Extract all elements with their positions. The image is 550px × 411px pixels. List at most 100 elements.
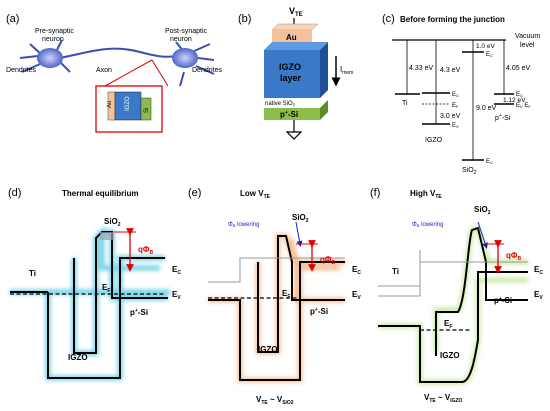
igzo-gap-label: 3.0 eV bbox=[440, 113, 461, 120]
f-lowering-label: ΦB lowering bbox=[412, 222, 443, 228]
si-label-c: p+-Si bbox=[495, 113, 511, 122]
e-ef-label: EF bbox=[282, 289, 290, 300]
imem-label: Imem bbox=[340, 65, 353, 76]
panel-e-label: (e) bbox=[188, 187, 201, 199]
post-synaptic-label-2: neuron bbox=[170, 36, 192, 43]
post-synaptic-label-1: Post-synaptic bbox=[165, 28, 208, 35]
ground-icon bbox=[285, 131, 303, 140]
igzo-ev-label: EV bbox=[452, 123, 459, 129]
f-band-inner bbox=[435, 226, 528, 356]
igzo-layer-label-2: layer bbox=[280, 73, 302, 83]
f-qphib: qΦB bbox=[506, 251, 521, 262]
inset-si-label: Si bbox=[144, 108, 150, 113]
panel-f-title: High VTE bbox=[410, 189, 442, 200]
igzo-ef-label: EF bbox=[452, 103, 459, 109]
panel-f: (f) High VTE ΦB lowering qΦB SiO2 Ti EF … bbox=[370, 187, 543, 404]
panel-d-label: (d) bbox=[8, 187, 21, 199]
e-sio2-label: SiO2 bbox=[292, 213, 309, 224]
pre-synaptic-label-2: neuron bbox=[42, 36, 64, 43]
igzo-label-c: IGZO bbox=[425, 137, 443, 144]
f-ef-label: EF bbox=[444, 319, 452, 330]
d-band-inner bbox=[73, 231, 168, 354]
si-ea-label: 4.05 eV bbox=[506, 65, 530, 72]
panel-c-label: (c) bbox=[382, 13, 395, 25]
f-igzo-label: IGZO bbox=[440, 351, 460, 360]
d-band-outer bbox=[47, 257, 165, 379]
d-igzo-label: IGZO bbox=[68, 353, 88, 362]
f-sio2-label: SiO2 bbox=[474, 205, 491, 216]
sio2-ec-label: EC bbox=[486, 52, 493, 58]
panel-f-label: (f) bbox=[370, 187, 380, 199]
f-psi-label: p+-Si bbox=[494, 296, 512, 305]
f-lowering-arrow bbox=[477, 221, 488, 249]
d-ef-label: EF bbox=[102, 283, 110, 294]
panel-e: (e) Low VTE ΦB lowering qΦB SiO2 EF EC E… bbox=[188, 187, 361, 406]
zoom-lines bbox=[104, 59, 169, 87]
e-lowering-label: ΦB lowering bbox=[228, 222, 259, 228]
e-bottom-label: VTE ~ VSiO2 bbox=[256, 395, 294, 406]
native-sio2-label: native SiO2 bbox=[265, 101, 296, 107]
e-igzo-label: IGZO bbox=[258, 345, 278, 354]
au-label: Au bbox=[286, 33, 297, 42]
igzo-layer-label-1: IGZO bbox=[279, 62, 301, 72]
ti-wf-label: 4.33 eV bbox=[409, 65, 433, 72]
si-gap-label: 1.12 eV bbox=[503, 97, 526, 104]
d-ti-label: Ti bbox=[29, 269, 36, 278]
sio2-ev-label: EV bbox=[486, 159, 493, 165]
igzo-ea-label: 4.3 eV bbox=[440, 67, 461, 74]
d-psi-label: p+-Si bbox=[130, 308, 148, 317]
si-ev-ef-label: EV EF bbox=[516, 103, 531, 109]
vte-label: VTE bbox=[289, 6, 303, 18]
e-band-inner bbox=[257, 235, 345, 353]
e-qphib: qΦB bbox=[320, 255, 335, 266]
au-layer bbox=[272, 30, 312, 42]
f-ti-label: Ti bbox=[392, 267, 399, 276]
pre-synaptic-label-1: Pre-synaptic bbox=[35, 28, 74, 35]
p-si-label: p+-Si bbox=[280, 110, 298, 119]
panel-a: (a) Pre-synaptic neuron Post-synaptic ne… bbox=[6, 13, 222, 133]
d-sio2-label: SiO2 bbox=[104, 217, 121, 228]
f-ec-label: EC bbox=[534, 265, 543, 276]
axon-label: Axon bbox=[96, 67, 112, 74]
pre-synaptic-neuron bbox=[19, 39, 176, 73]
sio2-gap-label: 9.0 eV bbox=[476, 105, 497, 112]
d-ec-label: EC bbox=[172, 265, 181, 276]
inset-au-label: Au bbox=[107, 101, 113, 108]
vacuum-label-1: Vacuum bbox=[515, 33, 540, 40]
igzo-ec-label: EC bbox=[452, 92, 459, 98]
si-ec-label: EC bbox=[516, 92, 523, 98]
panel-d-title: Thermal equilibrium bbox=[62, 189, 138, 198]
panel-c-title: Before forming the junction bbox=[400, 15, 505, 24]
sio2-label-c: SiO2 bbox=[462, 167, 477, 176]
vacuum-label-2: level bbox=[520, 42, 535, 49]
e-ev-label: EV bbox=[352, 290, 361, 301]
post-synaptic-neuron bbox=[175, 41, 215, 87]
f-ev-label: EV bbox=[534, 290, 543, 301]
e-psi-label: p+-Si bbox=[310, 307, 328, 316]
panel-e-title: Low VTE bbox=[240, 189, 271, 200]
inset-device bbox=[107, 91, 152, 121]
f-bottom-label: VTE ~ VIGZO bbox=[424, 393, 463, 404]
dendrites-left-label: Dendrites bbox=[6, 67, 36, 74]
post-synaptic-soma bbox=[172, 48, 198, 68]
e-ec-label: EC bbox=[352, 265, 361, 276]
d-sio2-barrier bbox=[100, 232, 114, 240]
d-ev-label: EV bbox=[172, 290, 181, 301]
pre-synaptic-soma bbox=[37, 48, 63, 68]
igzo-layer bbox=[264, 50, 320, 98]
dendrites-right-label: Dendrites bbox=[192, 67, 222, 74]
f-band-outer bbox=[378, 271, 528, 383]
panel-c: (c) Before forming the junction Vacuum l… bbox=[382, 13, 540, 176]
inset-igzo-label: IGZO bbox=[125, 96, 131, 111]
e-lowering-arrow bbox=[295, 221, 303, 247]
sio2-ea-label: 1.0 eV bbox=[476, 43, 495, 50]
panel-b: (b) VTE Au Ti IGZO layer native SiO2 p+-… bbox=[238, 6, 353, 140]
ti-label-c: Ti bbox=[402, 100, 408, 107]
d-qphib: qΦB bbox=[138, 245, 153, 256]
panel-d: (d) Thermal equilibrium qΦB SiO2 Ti EF E… bbox=[8, 187, 181, 381]
panel-a-label: (a) bbox=[6, 13, 19, 25]
e-band-outer bbox=[208, 261, 345, 381]
p-si-layer bbox=[264, 108, 320, 120]
panel-b-label: (b) bbox=[238, 13, 251, 25]
